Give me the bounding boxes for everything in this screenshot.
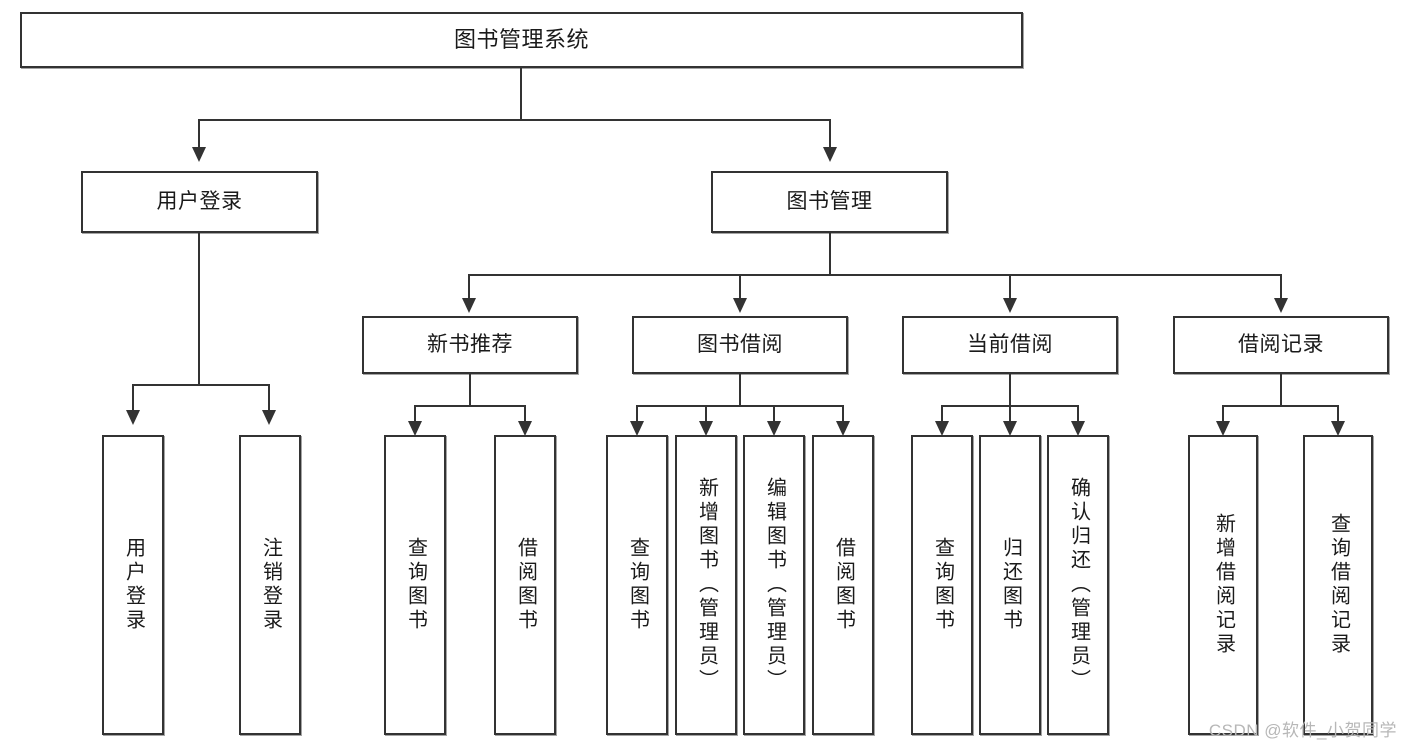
- connector-nbr-trunk: [469, 374, 471, 406]
- node-borrow-record-label: 借阅记录: [1238, 332, 1324, 356]
- node-borrow-record[interactable]: 借阅记录: [1173, 316, 1389, 374]
- connector-bm-drop-3: [1009, 274, 1011, 300]
- connector-user-login-bus: [132, 384, 268, 386]
- arrow-user-login-leaf-1: [126, 410, 140, 425]
- node-leaf-return-book[interactable]: 归还图书: [979, 435, 1041, 735]
- node-book-management[interactable]: 图书管理: [711, 171, 948, 233]
- connector-bb-drop-1: [636, 405, 638, 423]
- connector-br-bus: [1222, 405, 1339, 407]
- node-leaf-query-record-label: 查询借阅记录: [1327, 513, 1350, 657]
- node-current-borrow[interactable]: 当前借阅: [902, 316, 1118, 374]
- connector-root-to-user-login: [198, 119, 200, 149]
- connector-cb-drop-2: [1009, 405, 1011, 423]
- connector-user-login-trunk: [198, 233, 200, 385]
- node-leaf-query-book-2-label: 查询图书: [626, 537, 649, 633]
- arrow-cb-leaf-1: [935, 421, 949, 436]
- arrow-bm-to-borrow-record: [1274, 298, 1288, 313]
- node-leaf-user-login[interactable]: 用户登录: [102, 435, 164, 735]
- connector-bm-drop-1: [468, 274, 470, 300]
- connector-nbr-bus: [414, 405, 526, 407]
- node-root-label: 图书管理系统: [453, 27, 589, 53]
- connector-nbr-drop-2: [524, 405, 526, 423]
- connector-br-trunk: [1280, 374, 1282, 406]
- node-leaf-query-book-3[interactable]: 查询图书: [911, 435, 973, 735]
- arrow-br-leaf-1: [1216, 421, 1230, 436]
- node-leaf-add-record-label: 新增借阅记录: [1212, 513, 1235, 657]
- arrow-root-to-book-management: [823, 147, 837, 162]
- node-leaf-add-book[interactable]: 新增图书（管理员）: [675, 435, 737, 735]
- arrow-bb-leaf-1: [630, 421, 644, 436]
- node-leaf-return-book-label: 归还图书: [999, 537, 1022, 633]
- connector-cb-drop-3: [1077, 405, 1079, 423]
- node-leaf-edit-book-label: 编辑图书（管理员）: [763, 477, 786, 693]
- node-leaf-user-logout[interactable]: 注销登录: [239, 435, 301, 735]
- connector-user-login-drop-1: [132, 384, 134, 412]
- connector-bb-drop-3: [773, 405, 775, 423]
- arrow-cb-leaf-3: [1071, 421, 1085, 436]
- arrow-bb-leaf-4: [836, 421, 850, 436]
- node-leaf-user-login-label: 用户登录: [122, 537, 145, 633]
- arrow-bm-to-new-book-recommend: [462, 298, 476, 313]
- node-leaf-user-logout-label: 注销登录: [259, 537, 282, 633]
- node-leaf-query-book-3-label: 查询图书: [931, 537, 954, 633]
- arrow-bb-leaf-3: [767, 421, 781, 436]
- connector-cb-trunk: [1009, 374, 1011, 406]
- node-leaf-confirm-return[interactable]: 确认归还（管理员）: [1047, 435, 1109, 735]
- arrow-root-to-user-login: [192, 147, 206, 162]
- arrow-user-login-leaf-2: [262, 410, 276, 425]
- connector-user-login-drop-2: [268, 384, 270, 412]
- node-current-borrow-label: 当前借阅: [967, 332, 1053, 356]
- node-leaf-edit-book[interactable]: 编辑图书（管理员）: [743, 435, 805, 735]
- arrow-nbr-leaf-2: [518, 421, 532, 436]
- node-leaf-add-record[interactable]: 新增借阅记录: [1188, 435, 1258, 735]
- connector-br-drop-2: [1337, 405, 1339, 423]
- connector-root-to-book-management: [829, 119, 831, 149]
- node-leaf-query-book-2[interactable]: 查询图书: [606, 435, 668, 735]
- node-leaf-query-book-1-label: 查询图书: [404, 537, 427, 633]
- connector-root-bus: [198, 119, 830, 121]
- node-leaf-borrow-book-2-label: 借阅图书: [832, 537, 855, 633]
- node-leaf-borrow-book-1[interactable]: 借阅图书: [494, 435, 556, 735]
- connector-cb-drop-1: [941, 405, 943, 423]
- node-new-book-recommend[interactable]: 新书推荐: [362, 316, 578, 374]
- node-leaf-query-book-1[interactable]: 查询图书: [384, 435, 446, 735]
- connector-bb-bus: [636, 405, 844, 407]
- connector-bb-drop-2: [705, 405, 707, 423]
- node-new-book-recommend-label: 新书推荐: [427, 332, 513, 356]
- arrow-bm-to-book-borrow: [733, 298, 747, 313]
- connector-bm-drop-4: [1280, 274, 1282, 300]
- connector-br-drop-1: [1222, 405, 1224, 423]
- connector-book-management-bus: [468, 274, 1282, 276]
- arrow-br-leaf-2: [1331, 421, 1345, 436]
- node-leaf-borrow-book-1-label: 借阅图书: [514, 537, 537, 633]
- arrow-cb-leaf-2: [1003, 421, 1017, 436]
- connector-bb-drop-4: [842, 405, 844, 423]
- node-book-borrow[interactable]: 图书借阅: [632, 316, 848, 374]
- node-book-borrow-label: 图书借阅: [697, 332, 783, 356]
- node-leaf-query-record[interactable]: 查询借阅记录: [1303, 435, 1373, 735]
- node-leaf-confirm-return-label: 确认归还（管理员）: [1067, 477, 1090, 693]
- node-leaf-add-book-label: 新增图书（管理员）: [695, 477, 718, 693]
- node-leaf-borrow-book-2[interactable]: 借阅图书: [812, 435, 874, 735]
- arrow-bm-to-current-borrow: [1003, 298, 1017, 313]
- arrow-bb-leaf-2: [699, 421, 713, 436]
- connector-bb-trunk: [739, 374, 741, 406]
- arrow-nbr-leaf-1: [408, 421, 422, 436]
- node-user-login[interactable]: 用户登录: [81, 171, 318, 233]
- node-book-management-label: 图书管理: [786, 189, 873, 213]
- watermark-text: CSDN @软件_小贺同学: [1208, 721, 1397, 740]
- connector-root-trunk: [520, 68, 522, 120]
- node-root[interactable]: 图书管理系统: [20, 12, 1023, 68]
- connector-book-management-trunk: [829, 233, 831, 275]
- node-user-login-label: 用户登录: [156, 189, 243, 213]
- connector-nbr-drop-1: [414, 405, 416, 423]
- connector-bm-drop-2: [739, 274, 741, 300]
